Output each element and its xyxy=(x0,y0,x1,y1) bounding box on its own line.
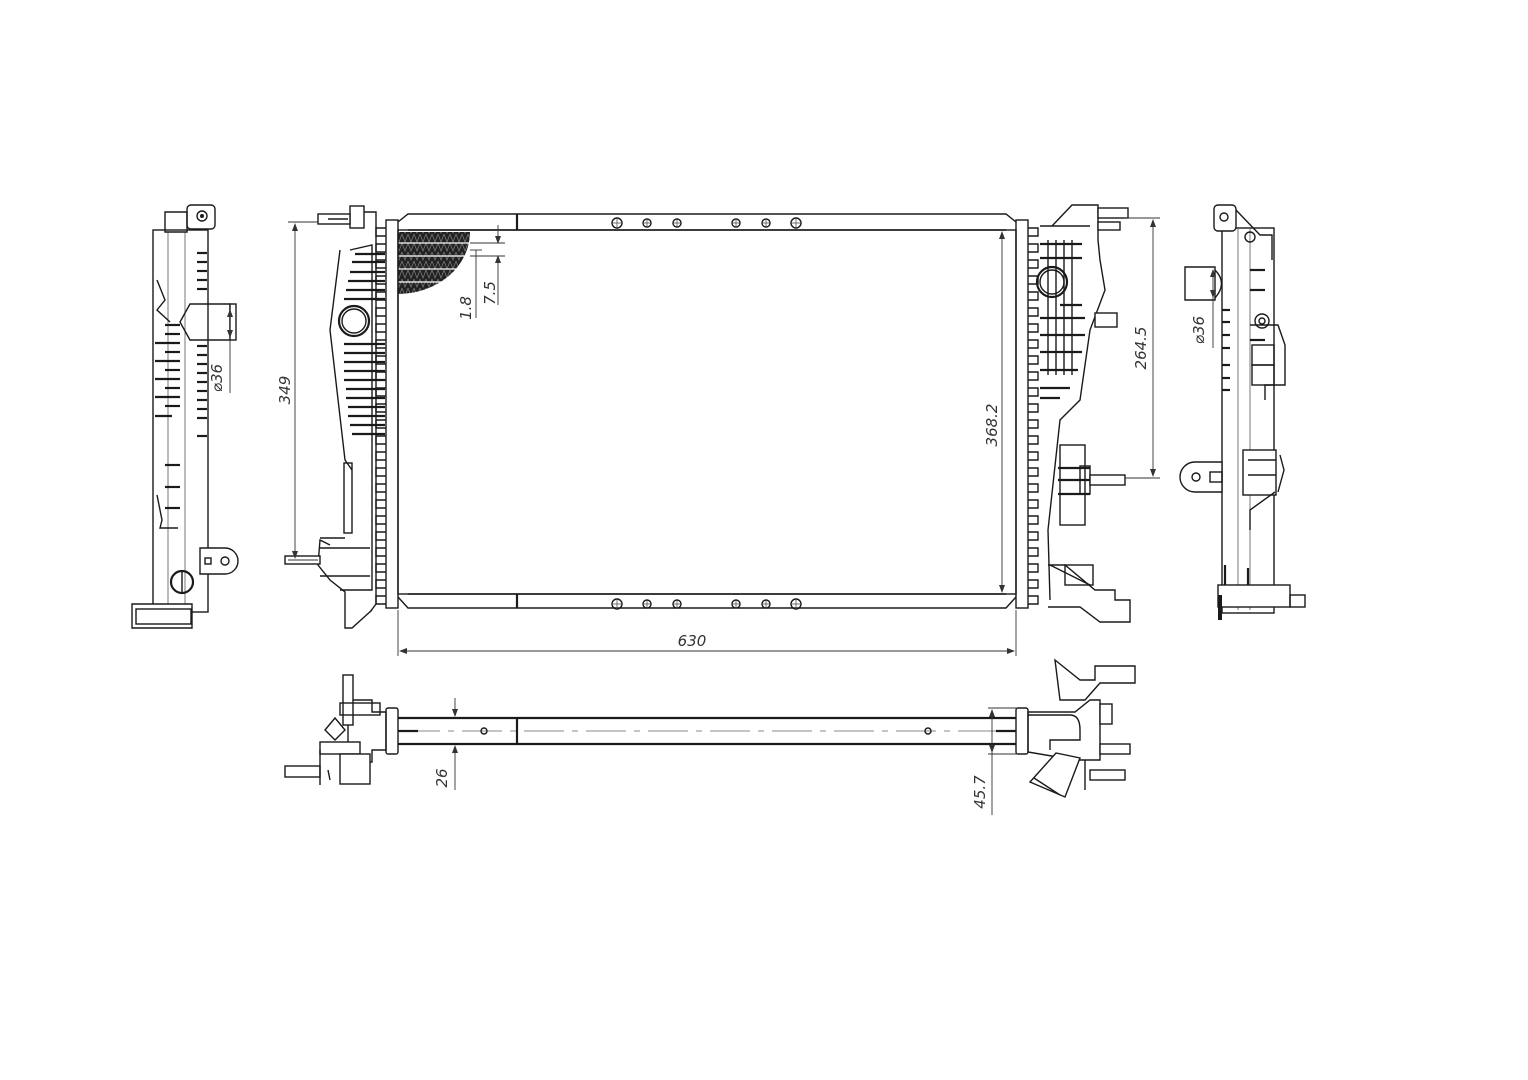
depth-45-label: 45.7 xyxy=(971,775,989,809)
left-tank-ribs xyxy=(344,252,385,436)
right-side-ribs xyxy=(1222,268,1265,392)
mount-spacing-label: 264.5 xyxy=(1132,327,1150,370)
height-349-label: 349 xyxy=(276,376,294,405)
top-view: 26 45.7 xyxy=(284,658,1136,815)
depth-26-label: 26 xyxy=(433,768,451,787)
top-mount-holes xyxy=(611,217,802,229)
width-630-label: 630 xyxy=(678,632,707,650)
right-outlet-diameter-label: ⌀36 xyxy=(1190,316,1208,344)
height-368-label: 368.2 xyxy=(983,404,1001,447)
left-side-view: ⌀36 xyxy=(131,204,239,629)
left-tank xyxy=(284,205,399,629)
tube-pitch-label: 1.8 xyxy=(457,296,475,320)
fin-detail xyxy=(398,232,472,294)
front-view: 7.5 1.8 xyxy=(276,204,1160,656)
right-side-view: ⌀36 xyxy=(1179,204,1306,620)
right-tank xyxy=(1015,204,1131,623)
right-tank-grid xyxy=(1040,240,1085,400)
left-ribs xyxy=(155,251,207,510)
fin-pitch-label: 7.5 xyxy=(481,281,499,305)
bottom-mount-holes xyxy=(611,598,802,610)
left-outlet-diameter-label: ⌀36 xyxy=(208,364,226,392)
